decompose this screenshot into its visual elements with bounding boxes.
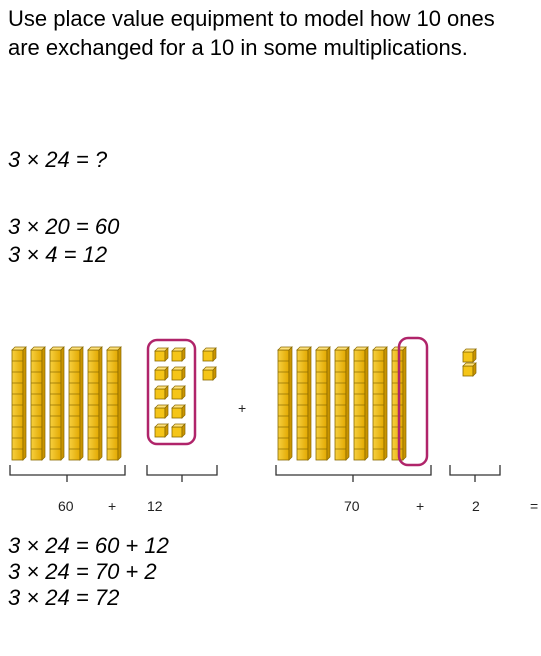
ten-rod bbox=[297, 347, 311, 460]
ten-rod bbox=[69, 347, 83, 460]
one-cube bbox=[172, 424, 185, 437]
one-cube bbox=[155, 405, 168, 418]
label-2: 2 bbox=[472, 498, 480, 514]
ten-rod bbox=[316, 347, 330, 460]
ten-rod bbox=[50, 347, 64, 460]
label-12: 12 bbox=[147, 498, 163, 514]
extra-one-cube bbox=[203, 348, 216, 361]
ten-rod bbox=[88, 347, 102, 460]
bracket-right-tens bbox=[276, 465, 431, 482]
ten-rod bbox=[373, 347, 387, 460]
one-cube bbox=[172, 367, 185, 380]
right-tens-rods bbox=[278, 347, 406, 460]
partial-product-ones: 3 × 4 = 12 bbox=[8, 241, 107, 269]
one-cube bbox=[155, 367, 168, 380]
result-line-3: 3 × 24 = 72 bbox=[8, 584, 119, 612]
partial-product-tens: 3 × 20 = 60 bbox=[8, 213, 119, 241]
left-tens-rods bbox=[12, 347, 121, 460]
one-cube bbox=[172, 348, 185, 361]
right-ones-cubes bbox=[463, 349, 476, 376]
question-equation: 3 × 24 = ? bbox=[8, 146, 107, 174]
one-cube bbox=[463, 363, 476, 376]
ten-rod bbox=[278, 347, 292, 460]
bracket-right-ones bbox=[450, 465, 500, 482]
one-cube bbox=[172, 405, 185, 418]
ten-rod bbox=[354, 347, 368, 460]
bracket-left-ones bbox=[147, 465, 217, 482]
ten-rod bbox=[31, 347, 45, 460]
result-line-2: 3 × 24 = 70 + 2 bbox=[8, 558, 157, 586]
one-cube bbox=[155, 386, 168, 399]
ten-rod bbox=[335, 347, 349, 460]
one-cube bbox=[463, 349, 476, 362]
ten-rod bbox=[107, 347, 121, 460]
place-value-diagram: + 60 + 12 70 + 2 = bbox=[0, 325, 541, 525]
extra-one-cube bbox=[203, 367, 216, 380]
one-cube bbox=[155, 424, 168, 437]
ten-rod bbox=[12, 347, 26, 460]
bracket-left-tens bbox=[10, 465, 125, 482]
one-cube bbox=[172, 386, 185, 399]
label-70: 70 bbox=[344, 498, 360, 514]
label-60: 60 bbox=[58, 498, 74, 514]
result-line-1: 3 × 24 = 60 + 12 bbox=[8, 532, 169, 560]
left-ones-cubes bbox=[155, 348, 216, 437]
middle-plus-sign: + bbox=[238, 400, 246, 416]
instruction-text: Use place value equipment to model how 1… bbox=[8, 4, 528, 62]
label-plus-left: + bbox=[108, 498, 116, 514]
label-equals: = bbox=[530, 498, 538, 514]
one-cube bbox=[155, 348, 168, 361]
label-plus-right: + bbox=[416, 498, 424, 514]
